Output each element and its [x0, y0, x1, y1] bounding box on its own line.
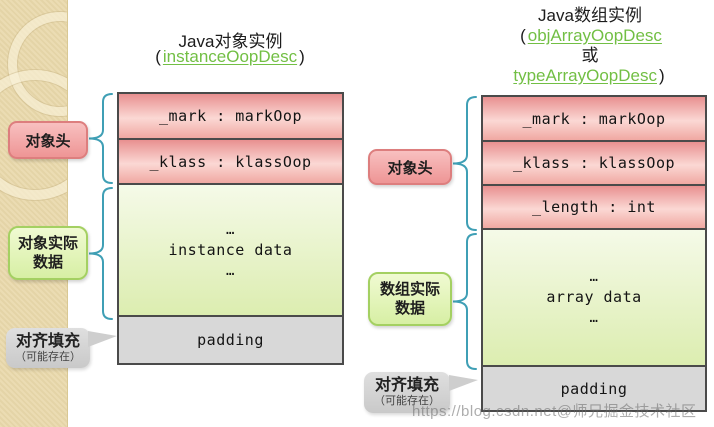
paren-close: ): [658, 66, 665, 85]
length-row: _length : int: [483, 184, 705, 228]
klass-pointer-label: _klass : klassOop: [149, 152, 312, 171]
array-data-tag: 数组实际 数据: [368, 272, 452, 326]
klass-pointer-label: _klass : klassOop: [512, 154, 676, 172]
ellipsis: …: [226, 262, 235, 279]
object-data-brace: [88, 187, 113, 320]
callout-pointer: [88, 331, 117, 347]
right-diagram-title-block: Java数组实例 (objArrayOopDesc 或 typeArrayOop…: [470, 6, 710, 86]
array-header-tag-label: 对象头: [387, 159, 433, 177]
array-data-row: … array data …: [483, 228, 705, 365]
array-header-brace: [452, 96, 477, 231]
instance-data-label: instance data: [168, 240, 293, 259]
mark-word-row: _mark : markOop: [119, 94, 342, 138]
array-data-tag-line1: 数组实际: [379, 281, 440, 298]
callout-pointer: [449, 375, 478, 391]
ellipsis: …: [589, 269, 599, 285]
object-data-tag: 对象实际 数据: [8, 226, 88, 280]
ellipsis: …: [589, 310, 599, 326]
alignment-padding-line1: 对齐填充: [374, 377, 439, 394]
array-alignment-padding-callout: 对齐填充 （可能存在）: [364, 372, 450, 413]
mark-word-label: _mark : markOop: [159, 107, 302, 125]
typeArrayOopDesc-link[interactable]: typeArrayOopDesc: [513, 66, 657, 85]
alignment-padding-line1: 对齐填充: [15, 332, 80, 350]
or-text: 或: [581, 46, 599, 65]
instanceOopDesc-link[interactable]: instanceOopDesc: [162, 47, 298, 66]
length-label: _length : int: [532, 198, 656, 216]
array-header-tag: 对象头: [368, 149, 452, 185]
array-memory-table: _mark : markOop _klass : klassOop _lengt…: [481, 95, 707, 412]
mark-word-row: _mark : markOop: [483, 97, 705, 140]
object-data-tag-line1: 对象实际: [17, 235, 78, 252]
watermark: https://blog.csdn.net@师兄掘金技术社区: [412, 403, 697, 420]
left-diagram-subtitle: (instanceOopDesc): [95, 47, 365, 67]
array-data-brace: [452, 233, 477, 370]
ellipsis: …: [226, 221, 235, 238]
right-diagram-title: Java数组实例: [538, 6, 642, 25]
decor-ring: [0, 70, 67, 200]
object-header-tag-label: 对象头: [25, 132, 71, 150]
mark-word-label: _mark : markOop: [522, 109, 666, 128]
object-header-brace: [88, 93, 113, 184]
objArrayOopDesc-link[interactable]: objArrayOopDesc: [527, 26, 662, 45]
left-diagram-title: Java对象实例: [178, 32, 283, 51]
instance-data-row: … instance data …: [119, 183, 342, 315]
alignment-padding-line2: （可能存在）: [374, 395, 440, 407]
array-data-label: array data: [546, 288, 642, 306]
object-data-tag-line2: 数据: [32, 254, 63, 271]
klass-pointer-row: _klass : klassOop: [483, 140, 705, 184]
array-data-tag-line2: 数据: [394, 300, 425, 317]
padding-row: padding: [483, 365, 705, 410]
object-memory-table: _mark : markOop _klass : klassOop … inst…: [117, 92, 344, 365]
alignment-padding-line2: （可能存在）: [15, 350, 81, 363]
object-header-tag: 对象头: [8, 121, 88, 159]
paren-open: (: [520, 26, 526, 45]
alignment-padding-callout: 对齐填充 （可能存在）: [6, 328, 90, 368]
paren-close: ): [299, 47, 305, 66]
padding-row: padding: [119, 315, 342, 363]
klass-pointer-row: _klass : klassOop: [119, 138, 342, 183]
padding-label: padding: [197, 331, 264, 349]
padding-label: padding: [560, 379, 628, 398]
paren-open: (: [155, 47, 161, 66]
